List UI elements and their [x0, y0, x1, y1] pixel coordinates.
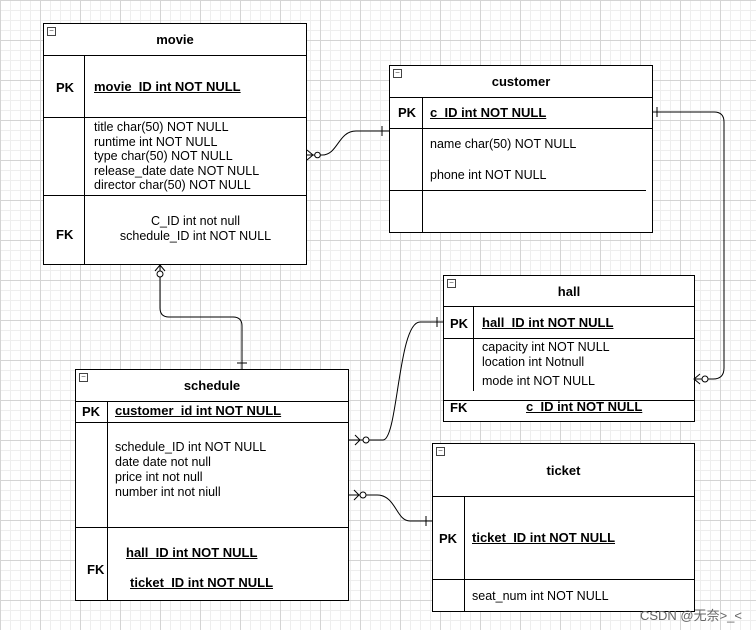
field: director char(50) NOT NULL — [94, 178, 251, 192]
fk-field: hall_ID int NOT NULL — [126, 545, 258, 560]
fk-field: ticket_ID int NOT NULL — [130, 575, 274, 590]
field: capacity int NOT NULL — [482, 340, 610, 354]
entity-title: movie — [44, 24, 306, 56]
connector-schedule-ticket — [349, 494, 432, 522]
connector-schedule-hall — [349, 321, 443, 441]
pk-label: PK — [82, 404, 101, 419]
entity-title: ticket — [433, 444, 694, 497]
field: date date not null — [115, 455, 211, 469]
collapse-icon[interactable]: − — [393, 69, 402, 78]
schedule-entity[interactable]: − schedule PK customer_id int NOT NULL s… — [75, 369, 349, 601]
entity-title: schedule — [76, 370, 348, 402]
field: release_date date NOT NULL — [94, 163, 260, 178]
entity-title: customer — [390, 66, 652, 98]
field: mode int NOT NULL — [482, 374, 596, 388]
field: title char(50) NOT NULL — [94, 120, 229, 134]
customer-entity[interactable]: − customer PK c_ID int NOT NULL name cha… — [389, 65, 653, 233]
field: runtime int NOT NULL — [94, 134, 218, 149]
pk-field: c_ID int NOT NULL — [430, 105, 547, 120]
pk-label: PK — [56, 80, 75, 95]
many-end-marker — [314, 151, 321, 159]
field: name char(50) NOT NULL — [430, 137, 577, 151]
pk-field: hall_ID int NOT NULL — [482, 315, 614, 330]
collapse-icon[interactable]: − — [447, 279, 456, 288]
pk-label: PK — [450, 316, 469, 331]
pk-label: PK — [439, 531, 458, 546]
collapse-icon[interactable]: − — [79, 373, 88, 382]
fk-field: c_ID int NOT NULL — [526, 399, 643, 414]
field: schedule_ID int NOT NULL — [115, 440, 267, 454]
pk-field: customer_id int NOT NULL — [115, 403, 282, 418]
fk-field: schedule_ID int NOT NULL — [119, 229, 272, 243]
fk-field: C_ID int not null — [151, 214, 240, 228]
hall-entity[interactable]: − hall PK hall_ID int NOT NULL capacity … — [443, 275, 695, 422]
pk-label: PK — [398, 105, 417, 120]
field: phone int NOT NULL — [430, 168, 547, 182]
fk-label: FK — [56, 227, 74, 242]
entity-title: hall — [444, 276, 694, 307]
pk-field: ticket_ID int NOT NULL — [472, 530, 616, 545]
field: location int Notnull — [482, 355, 585, 369]
pk-field: movie_ID int NOT NULL — [94, 79, 241, 94]
field: seat_num int NOT NULL — [472, 589, 609, 603]
field: price int not null — [115, 470, 203, 484]
field: type char(50) NOT NULL — [94, 149, 233, 163]
fk-label: FK — [450, 400, 468, 415]
collapse-icon[interactable]: − — [47, 27, 56, 36]
watermark: CSDN @无奈>_< — [639, 608, 742, 623]
field: number int not niull — [115, 485, 221, 499]
connector-movie-schedule — [159, 265, 243, 369]
collapse-icon[interactable]: − — [436, 447, 445, 456]
connector-movie-customer — [306, 130, 389, 156]
fk-label: FK — [87, 562, 105, 577]
movie-entity[interactable]: − movie PK movie_ID int NOT NULL title c… — [43, 23, 307, 265]
ticket-entity[interactable]: − ticket PK ticket_ID int NOT NULL seat_… — [432, 443, 695, 612]
